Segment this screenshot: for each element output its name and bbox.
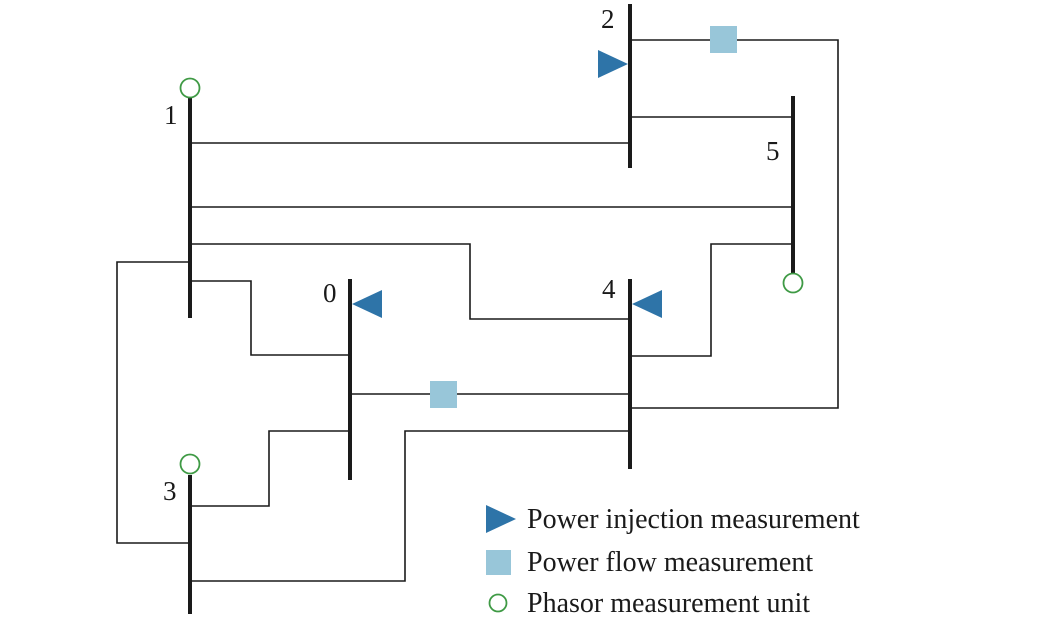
branch-1-4: [190, 243, 630, 320]
bus-labels: 2 1 5 0 4 3: [163, 4, 780, 506]
bus-label-4: 4: [602, 274, 616, 304]
bus-label-1: 1: [164, 100, 178, 130]
bus-label-0: 0: [323, 278, 337, 308]
pmu-markers: [179, 77, 804, 475]
branch-4-3: [190, 430, 630, 582]
branch-1-3: [116, 261, 190, 544]
triangle-icon: [486, 505, 516, 533]
branch-1-0: [190, 280, 350, 356]
pmu-circle-icon-bus-1: [179, 77, 201, 99]
power-injection-markers: [352, 50, 662, 318]
bus-label-5: 5: [766, 136, 780, 166]
injection-triangle-icon-bus-2: [598, 50, 628, 78]
power-flow-markers: [430, 26, 737, 408]
legend-label: Power injection measurement: [527, 504, 860, 535]
bus-label-3: 3: [163, 476, 177, 506]
legend-item-pmu: Phasor measurement unit: [488, 588, 810, 619]
square-icon: [486, 550, 511, 575]
branch-2-4: [630, 39, 839, 409]
branch-4-5: [630, 243, 793, 357]
bus-label-2: 2: [601, 4, 615, 34]
flow-square-icon-2-4: [710, 26, 737, 53]
legend-label: Power flow measurement: [527, 547, 813, 578]
legend: Power injection measurement Power flow m…: [486, 504, 860, 619]
injection-triangle-icon-bus-0: [352, 290, 382, 318]
flow-square-icon-0-4: [430, 381, 457, 408]
branch-0-3: [190, 430, 350, 507]
branches: [116, 39, 839, 582]
legend-label: Phasor measurement unit: [527, 588, 810, 619]
legend-item-injection: Power injection measurement: [486, 504, 860, 535]
buses: [188, 4, 795, 614]
pmu-circle-icon-bus-5: [782, 272, 804, 294]
pmu-circle-icon-bus-3: [179, 453, 201, 475]
injection-triangle-icon-bus-4: [632, 290, 662, 318]
legend-item-flow: Power flow measurement: [486, 547, 813, 578]
circle-icon: [488, 593, 508, 613]
